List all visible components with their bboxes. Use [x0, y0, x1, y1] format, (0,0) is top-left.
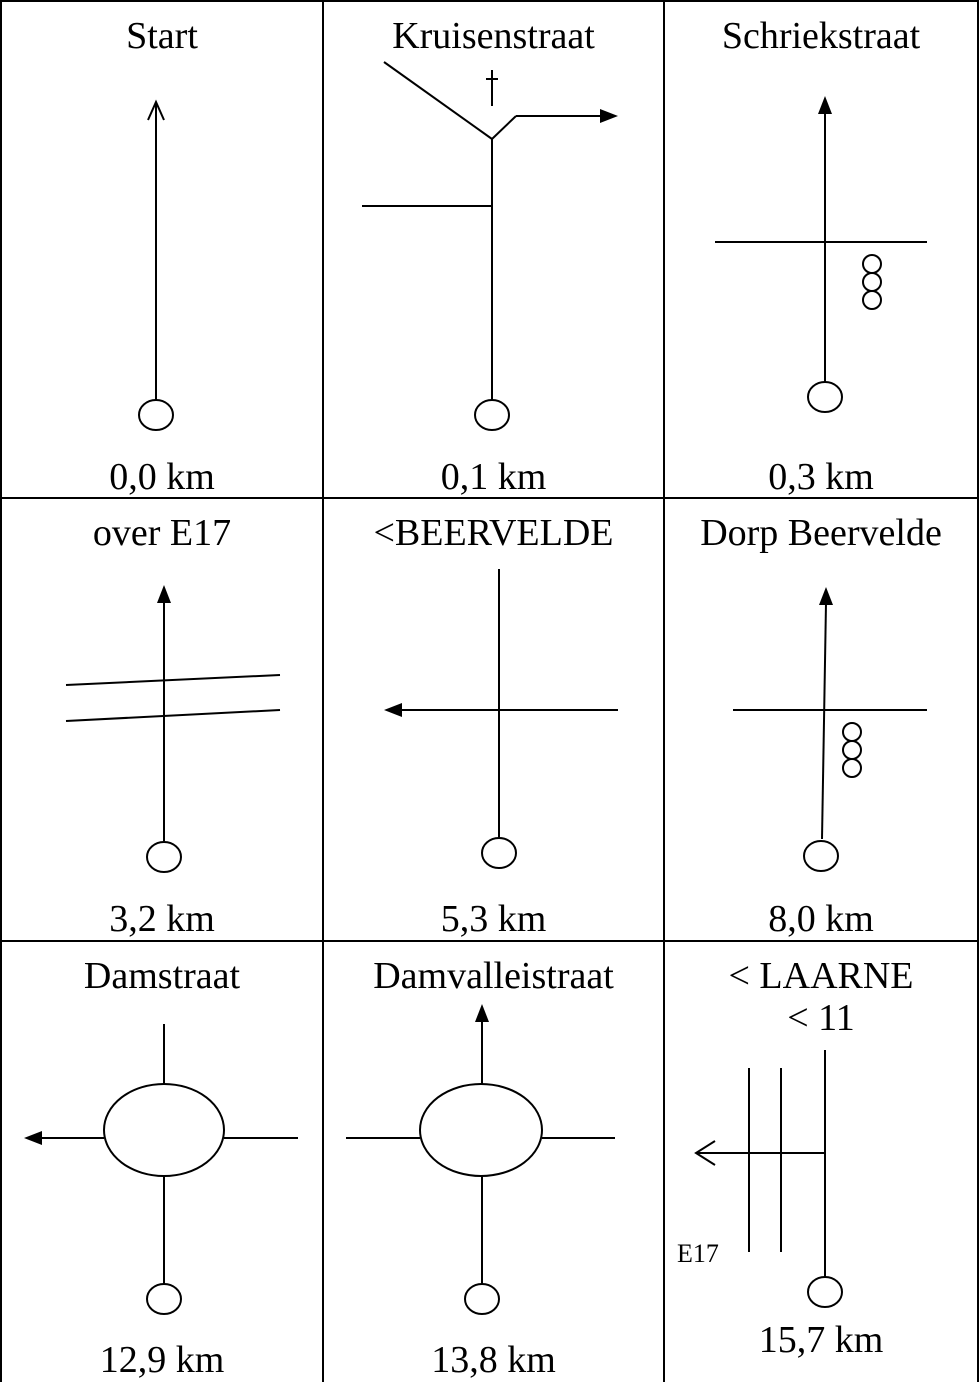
road-line — [491, 115, 517, 140]
step-distance: 13,8 km — [431, 1339, 556, 1381]
step-title: Schriekstraat — [721, 15, 921, 57]
step-title: < LAARNE — [728, 955, 914, 997]
start-circle-icon — [474, 399, 510, 431]
start-circle-icon — [481, 837, 517, 869]
highway-line — [65, 709, 281, 722]
start-circle-icon — [807, 381, 843, 413]
step-dorp-beervelde: Dorp Beervelde 8,0 km — [665, 499, 977, 940]
step-schriekstraat: Schriekstraat 0,3 km — [665, 2, 977, 497]
start-circle-icon — [803, 840, 839, 872]
grid-border-left — [0, 0, 2, 1382]
step-title: <BEERVELDE — [373, 512, 614, 554]
arrow-icon — [147, 99, 165, 121]
step-title: Damstraat — [83, 955, 241, 997]
arrow-icon — [818, 96, 832, 114]
grid-column-divider-2 — [663, 0, 665, 1382]
start-circle-icon — [138, 399, 174, 431]
step-diagram — [694, 1050, 843, 1308]
step-distance: 5,3 km — [440, 898, 547, 940]
step-diagram — [384, 569, 618, 869]
step-over-e17: over E17 3,2 km — [2, 499, 322, 940]
step-title-line2: < 11 — [787, 997, 855, 1039]
step-title: Dorp Beervelde — [700, 512, 942, 554]
arrow-icon — [600, 109, 618, 123]
cross-icon — [486, 70, 498, 106]
step-diagram — [715, 96, 927, 413]
step-diagram — [346, 1004, 615, 1315]
grid-row-divider-1 — [0, 497, 979, 499]
traffic-light-icon — [842, 722, 862, 778]
start-circle-icon — [464, 1283, 500, 1315]
step-kruisenstraat: Kruisenstraat 0,1 km — [324, 2, 663, 497]
arrow-icon — [157, 585, 171, 603]
grid-column-divider-1 — [322, 0, 324, 1382]
step-diagram — [65, 585, 281, 873]
step-start: Start 0,0 km — [2, 2, 322, 497]
step-laarne: < LAARNE < 11 E17 15,7 km — [665, 942, 977, 1382]
step-distance: 12,9 km — [99, 1339, 225, 1381]
road-line — [821, 602, 827, 840]
arrow-icon — [384, 703, 402, 717]
traffic-light-icon — [862, 254, 882, 310]
road-label-e17: E17 — [677, 1239, 719, 1268]
step-distance: 0,1 km — [440, 456, 547, 497]
step-distance: 8,0 km — [768, 898, 874, 940]
start-circle-icon — [146, 1283, 182, 1315]
road-line — [383, 61, 493, 140]
step-diagram — [138, 99, 174, 431]
step-diagram — [733, 587, 927, 872]
step-title: Start — [126, 15, 198, 57]
step-distance: 3,2 km — [109, 898, 215, 940]
step-title: over E17 — [92, 512, 232, 554]
step-title: Damvalleistraat — [373, 955, 614, 997]
grid-border-top — [0, 0, 979, 2]
arrow-icon — [475, 1004, 489, 1022]
step-distance: 15,7 km — [758, 1319, 884, 1361]
grid-row-divider-2 — [0, 940, 979, 942]
step-damstraat: Damstraat 12,9 km — [2, 942, 322, 1382]
start-circle-icon — [807, 1276, 843, 1308]
roundabout-icon — [419, 1083, 543, 1177]
arrow-icon — [819, 587, 833, 605]
step-damvalleistraat: Damvalleistraat 13,8 km — [324, 942, 663, 1382]
step-diagram — [24, 1024, 298, 1315]
highway-line — [65, 674, 281, 686]
step-title: Kruisenstraat — [392, 15, 595, 57]
arrow-icon — [694, 1140, 716, 1166]
arrow-icon — [24, 1131, 42, 1145]
step-distance: 0,3 km — [768, 456, 874, 497]
start-circle-icon — [146, 841, 182, 873]
roundabout-icon — [103, 1083, 225, 1177]
step-beervelde: <BEERVELDE 5,3 km — [324, 499, 663, 940]
grid-border-right — [977, 0, 979, 1382]
step-distance: 0,0 km — [109, 456, 215, 497]
step-diagram — [362, 61, 618, 431]
